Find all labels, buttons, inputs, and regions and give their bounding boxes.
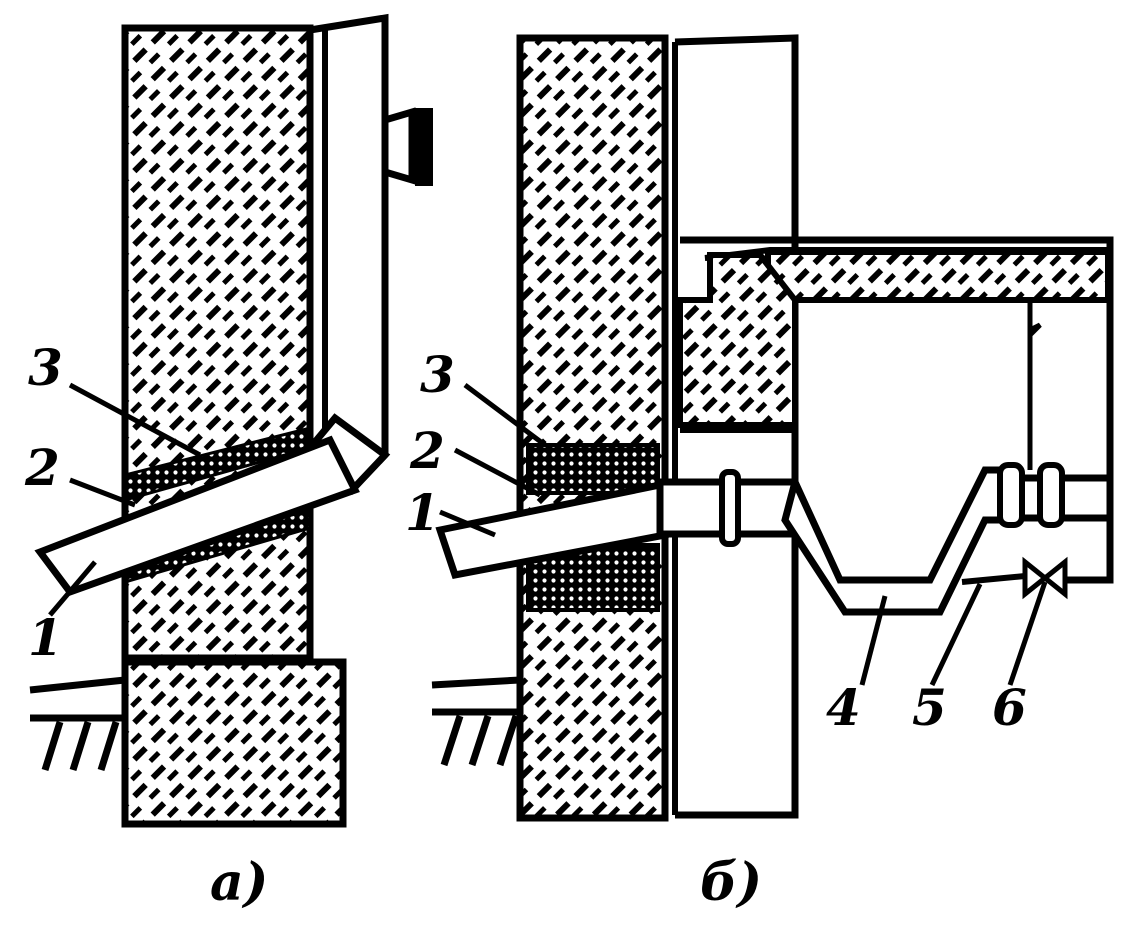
label-b-3: 3 (420, 345, 455, 404)
coupling-b-2 (997, 462, 1025, 528)
leader-b-1 (439, 509, 496, 538)
sealant-b-upper (526, 443, 660, 495)
valve-6-icon (1022, 556, 1050, 600)
leader-a-3 (68, 382, 202, 458)
label-b-4: 4 (826, 678, 861, 737)
leader-b-3 (463, 383, 547, 447)
caption-a: а) (210, 852, 268, 913)
slab-support-b (677, 252, 798, 428)
label-a-3: 3 (28, 338, 63, 397)
floor-slab-b-body (765, 249, 1111, 303)
leader-b-6 (1007, 581, 1048, 686)
downpipe-a (306, 13, 389, 496)
coupling-b-3 (1037, 462, 1065, 528)
leader-b-4 (859, 595, 888, 686)
caption-b: б) (700, 852, 762, 913)
wall-b (516, 34, 669, 822)
leader-a-2 (69, 477, 136, 508)
label-b-1: 1 (405, 483, 440, 542)
figure-a (29, 13, 433, 828)
label-b-2: 2 (409, 421, 445, 480)
label-b-5: 5 (912, 678, 947, 737)
leader-lines (48, 382, 1048, 687)
ground-b (431, 676, 521, 767)
side-branch-a-flange (415, 108, 433, 186)
hanger-b (1027, 300, 1042, 470)
branch-5-pipe (961, 573, 1026, 585)
ground-a (29, 676, 126, 772)
leader-b-2 (453, 447, 542, 498)
enclosure-b (680, 236, 1114, 584)
leader-b-5 (929, 582, 983, 687)
label-b-6: 6 (992, 678, 1027, 737)
outlet-pipe-a (34, 435, 360, 597)
valve-6-icon-right (1040, 556, 1068, 600)
coupling-b-1 (719, 469, 741, 547)
labels: 3 2 1 а) 3 2 1 4 5 6 б) (24, 338, 1027, 913)
leader-a-1 (48, 560, 97, 617)
label-a-2: 2 (24, 438, 60, 497)
foundation-a (121, 658, 347, 828)
label-a-1: 1 (28, 608, 63, 667)
side-branch-a (381, 107, 416, 185)
